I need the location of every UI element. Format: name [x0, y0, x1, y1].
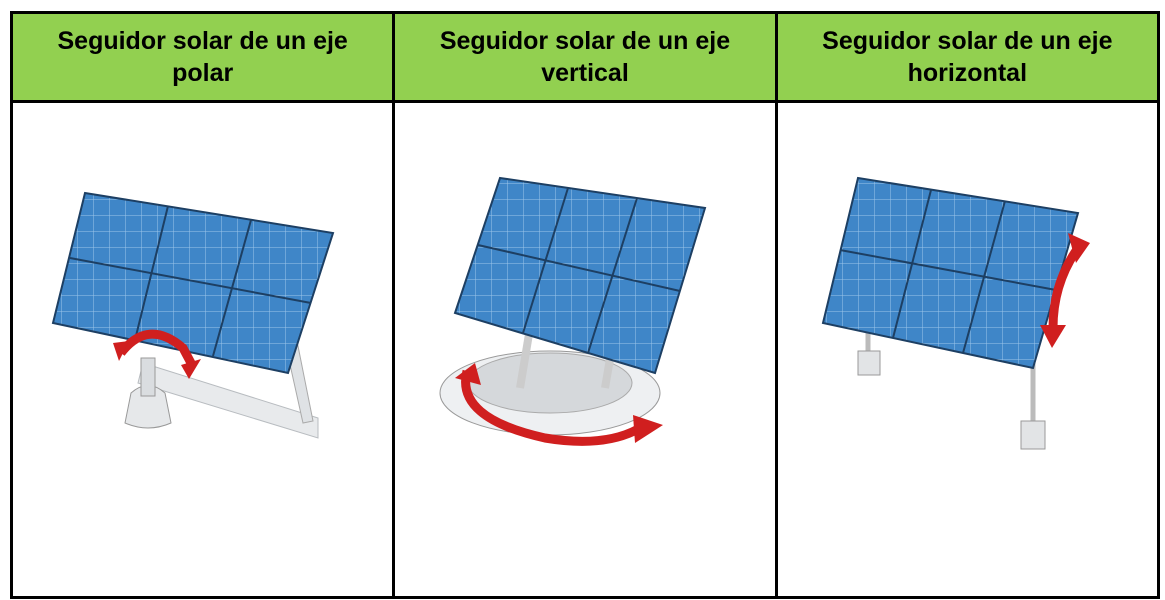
arrow-head-right — [633, 415, 664, 443]
horizontal-tracker-illustration — [821, 176, 1090, 450]
arrow-head-up — [1067, 233, 1090, 263]
rear-footing — [1020, 420, 1046, 450]
rotation-arrow — [1048, 245, 1082, 329]
image-cell-vertical — [395, 103, 775, 596]
tracker-comparison-table: Seguidor solar de un eje polar — [10, 11, 1160, 599]
column-horizontal: Seguidor solar de un eje horizontal — [777, 14, 1157, 596]
arrow-head-left — [455, 363, 482, 385]
column-vertical: Seguidor solar de un eje vertical — [395, 14, 778, 596]
header-polar-title: Seguidor solar de un eje polar — [57, 27, 348, 87]
arrow-head — [181, 359, 201, 379]
polar-tracker-illustration — [51, 191, 335, 439]
support-beam — [137, 362, 319, 439]
image-cell-horizontal — [777, 103, 1157, 596]
rotation-arrow — [117, 329, 195, 366]
solar-panel — [821, 176, 1079, 370]
front-footing — [857, 350, 881, 376]
solar-panel — [51, 191, 335, 375]
rotation-arrow — [461, 369, 643, 446]
vertical-tracker-illustration — [439, 176, 707, 446]
arrow-head-down — [1039, 325, 1066, 348]
image-cell-polar — [13, 103, 393, 596]
column-polar: Seguidor solar de un eje polar — [13, 14, 396, 596]
header-horizontal: Seguidor solar de un eje horizontal — [777, 14, 1157, 103]
pedestal-post — [140, 357, 156, 397]
header-vertical: Seguidor solar de un eje vertical — [395, 14, 775, 103]
header-polar: Seguidor solar de un eje polar — [13, 14, 393, 103]
solar-panel — [454, 176, 707, 375]
header-vertical-title: Seguidor solar de un eje vertical — [439, 27, 731, 87]
header-horizontal-title: Seguidor solar de un eje horizontal — [822, 27, 1113, 87]
